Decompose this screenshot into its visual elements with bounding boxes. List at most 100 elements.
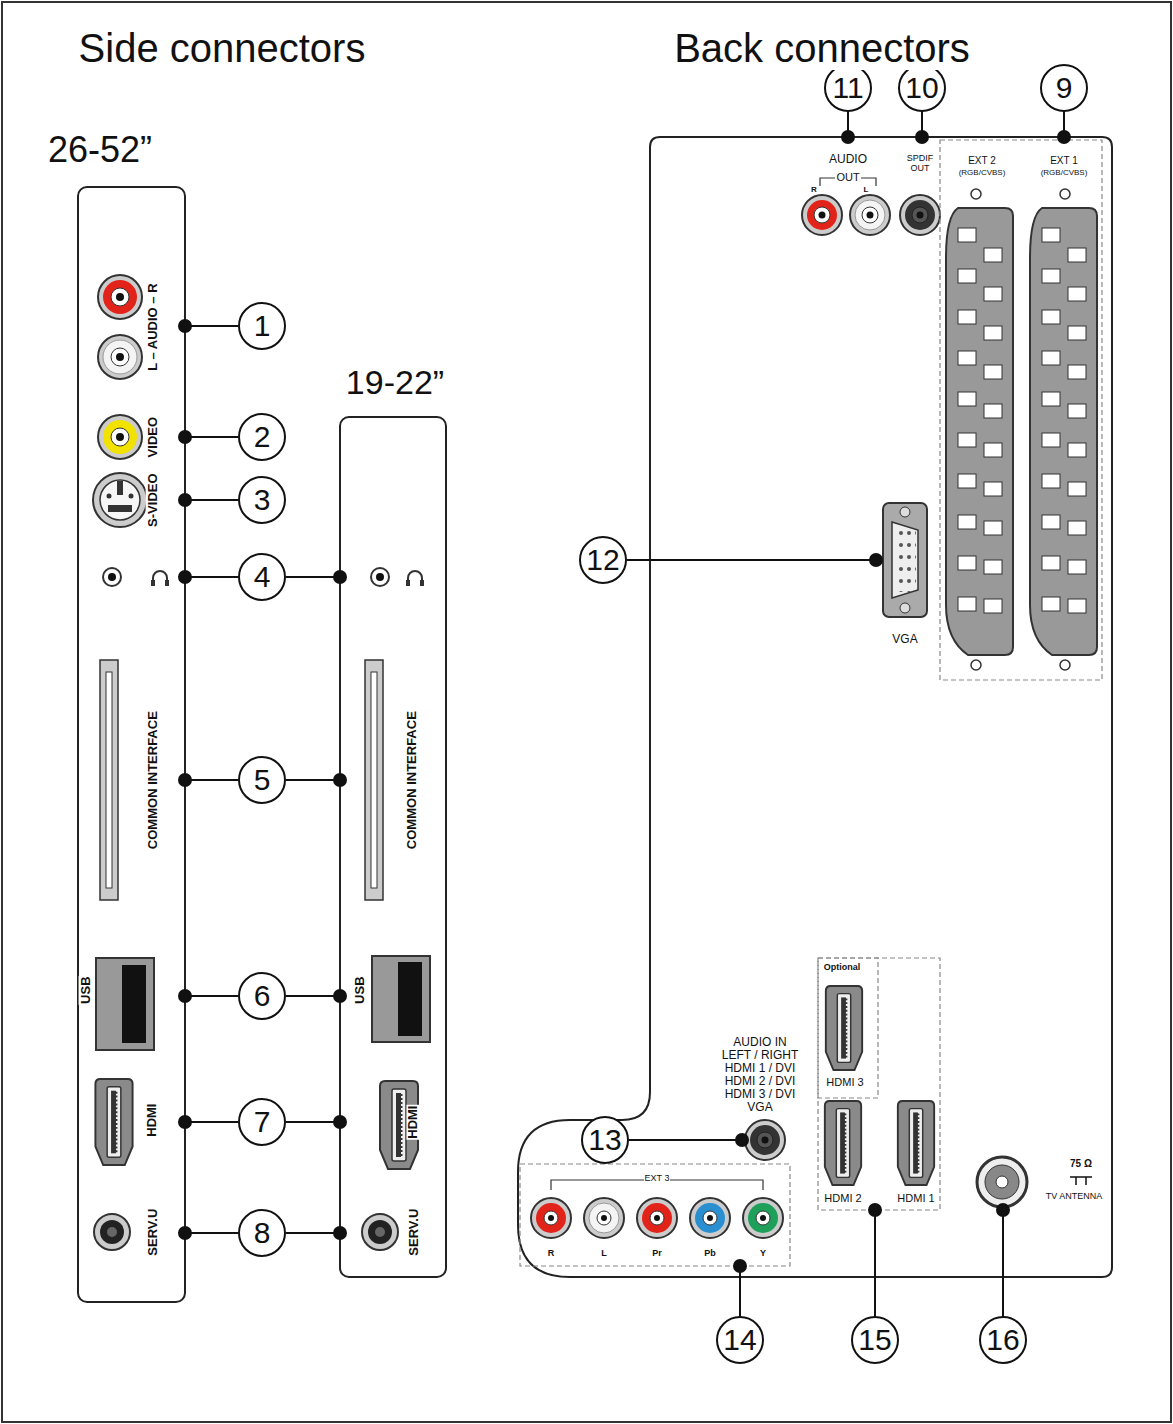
common-interface-slot (371, 672, 377, 888)
port-label: VGA (746, 1101, 773, 1114)
scart-sockets (940, 140, 1102, 680)
rca-jack (850, 195, 890, 235)
side-panel-small (340, 417, 446, 1277)
scart-pins (1068, 287, 1086, 301)
scart-pins (1068, 521, 1086, 535)
rca-jack (917, 212, 924, 219)
port-label: HDMI 1 / DVI (724, 1062, 797, 1075)
scart-pins (958, 515, 976, 529)
callout-circle: 4 (238, 553, 286, 601)
leader-line (179, 571, 191, 583)
port-label: HDMI 2 / DVI (724, 1075, 797, 1088)
scart-pins (1042, 351, 1060, 365)
s-video-socket (100, 480, 140, 520)
service-socket (375, 1227, 385, 1237)
headphone-jack (371, 568, 389, 586)
rca-jack (98, 415, 142, 459)
scart-sockets (940, 140, 1102, 680)
component-inputs (707, 1215, 713, 1221)
back-panel (518, 137, 1112, 1277)
scart-pins (1042, 433, 1060, 447)
port-label: COMMON INTERFACE (405, 710, 419, 850)
scart-pins (984, 560, 1002, 574)
scart-pins (984, 326, 1002, 340)
headphone-jack (153, 571, 167, 583)
leader-line (334, 571, 346, 583)
scart-pins (958, 310, 976, 324)
callout-circle: 7 (238, 1098, 286, 1146)
scart-pins (958, 474, 976, 488)
callout-circle: 16 (979, 1316, 1027, 1364)
common-interface-slot (100, 660, 118, 900)
scart-pins (1042, 228, 1060, 242)
callout-number: 5 (254, 765, 271, 795)
leader-line (286, 576, 340, 578)
callout-number: 6 (254, 981, 271, 1011)
callout-number: 13 (588, 1125, 621, 1155)
scart-pins (1068, 560, 1086, 574)
callout-circle: 11 (824, 64, 872, 112)
service-socket (94, 1214, 130, 1250)
common-interface-slot (100, 660, 118, 900)
callout-number: 14 (723, 1325, 756, 1355)
channel-label: Pr (651, 1249, 663, 1259)
rca-jack (862, 207, 878, 223)
callout-circle: 12 (579, 536, 627, 584)
service-socket (100, 1220, 124, 1244)
vga-socket (900, 603, 910, 613)
section-heading: Back connectors (673, 26, 971, 70)
section-heading: Side connectors (78, 26, 367, 70)
leader-line (627, 111, 1070, 1317)
s-video-socket (117, 481, 123, 495)
leader-line (179, 990, 191, 1002)
leader-line (916, 131, 928, 143)
scart-pins (958, 597, 976, 611)
scart-pins (958, 392, 976, 406)
port-label: HDMI 3 (825, 1076, 864, 1088)
rca-jack (111, 428, 129, 446)
port-label: EXT 1 (1049, 155, 1079, 166)
side-panel-small (340, 417, 446, 1277)
scart-pins (984, 404, 1002, 418)
service-socket (107, 1227, 117, 1237)
component-inputs (589, 1203, 619, 1233)
callout-number: 3 (254, 485, 271, 515)
rca-jack (802, 195, 842, 235)
scart-pins (984, 365, 1002, 379)
headphone-jack (376, 573, 384, 581)
port-label: S-VIDEO (146, 472, 160, 527)
component-inputs (536, 1203, 566, 1233)
leader-line (185, 436, 238, 438)
port-label: (RGB/CVBS) (1040, 169, 1089, 178)
port-label: USB (79, 975, 93, 1004)
callout-circle: 14 (716, 1316, 764, 1364)
service-socket (368, 1220, 392, 1244)
hdmi-group (818, 958, 940, 1210)
rca-jack (98, 335, 142, 379)
port-label: AUDIO (828, 153, 868, 166)
callout-number: 8 (254, 1218, 271, 1248)
leader-line (1058, 131, 1070, 143)
scart-sockets (971, 660, 981, 670)
component-inputs (650, 1211, 664, 1225)
rca-jack (912, 207, 928, 223)
side-panel-large (78, 187, 185, 1302)
rca-jack (103, 420, 137, 454)
component-inputs (548, 1215, 554, 1221)
component-inputs (637, 1198, 677, 1238)
scart-pins (1068, 599, 1086, 613)
port-label: (RGB/CVBS) (958, 169, 1007, 178)
port-label: HDMI 2 (823, 1192, 862, 1204)
s-video-socket (93, 473, 147, 527)
callout-number: 2 (254, 422, 271, 452)
leader-line (185, 779, 238, 781)
scart-pins (1068, 326, 1086, 340)
antenna-socket (985, 1165, 1019, 1199)
port-label: L – AUDIO – R (146, 282, 160, 371)
scart-pins (1042, 597, 1060, 611)
port-label: VIDEO (146, 416, 160, 458)
scart-pins (958, 269, 976, 283)
leader-line (286, 995, 340, 997)
rca-jack (103, 280, 137, 314)
